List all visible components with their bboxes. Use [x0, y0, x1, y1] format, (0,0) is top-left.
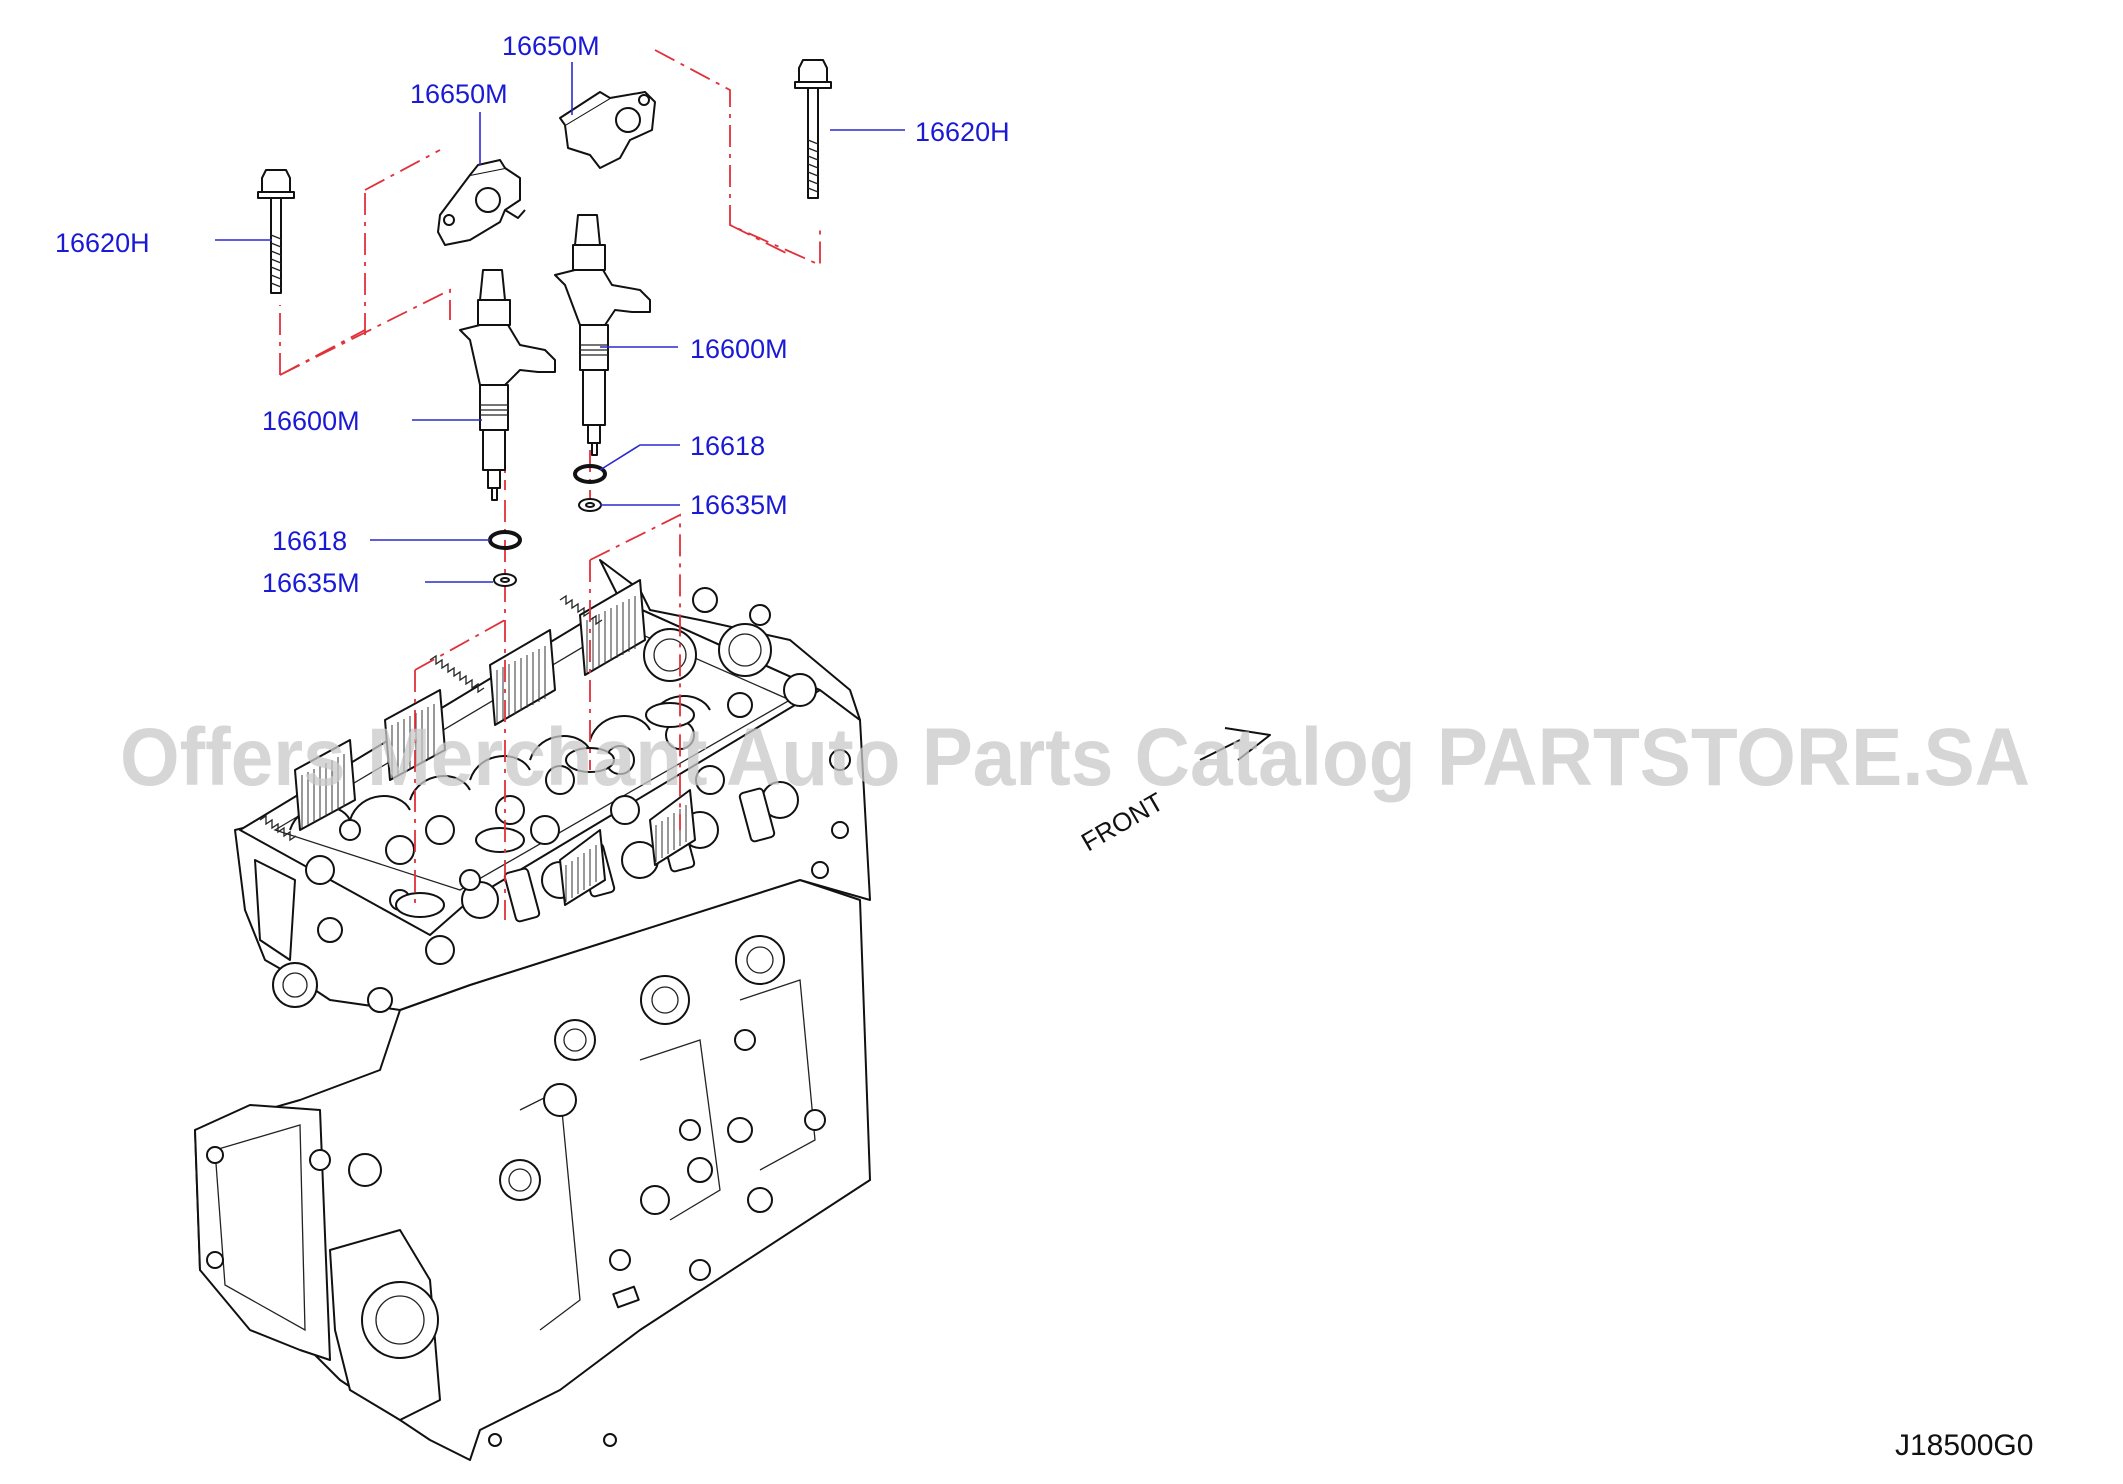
- label-oring-right: 16618: [690, 431, 765, 461]
- washer-left: [493, 573, 517, 587]
- clamp-bracket-right: [559, 91, 656, 169]
- label-oring-left: 16618: [272, 526, 347, 556]
- label-bolt-left: 16620H: [55, 228, 150, 258]
- washer-right: [578, 498, 602, 512]
- oring-right: [573, 464, 607, 484]
- leader-lines: [215, 62, 905, 583]
- front-arrow-icon: [1199, 727, 1271, 761]
- label-washer-left: 16635M: [262, 568, 360, 598]
- injector-right: [554, 214, 651, 456]
- watermark: Offers Merchant Auto Parts Catalog PARTS…: [120, 712, 2030, 803]
- phantom-lines: [279, 49, 821, 920]
- engine-block: [194, 559, 871, 1461]
- label-bolt-right: 16620H: [915, 117, 1010, 147]
- diagram-code: J18500G0: [1895, 1429, 2033, 1462]
- clamp-bracket-left: [437, 159, 526, 246]
- bolt-right: [794, 59, 832, 199]
- bolt-left: [257, 169, 295, 294]
- baffle-hatching: [259, 579, 696, 906]
- injector-left: [459, 269, 556, 501]
- label-washer-right: 16635M: [690, 490, 788, 520]
- label-bracket-top: 16650M: [502, 31, 600, 61]
- label-injector-right: 16600M: [690, 334, 788, 364]
- label-bracket-left: 16650M: [410, 79, 508, 109]
- label-injector-left: 16600M: [262, 406, 360, 436]
